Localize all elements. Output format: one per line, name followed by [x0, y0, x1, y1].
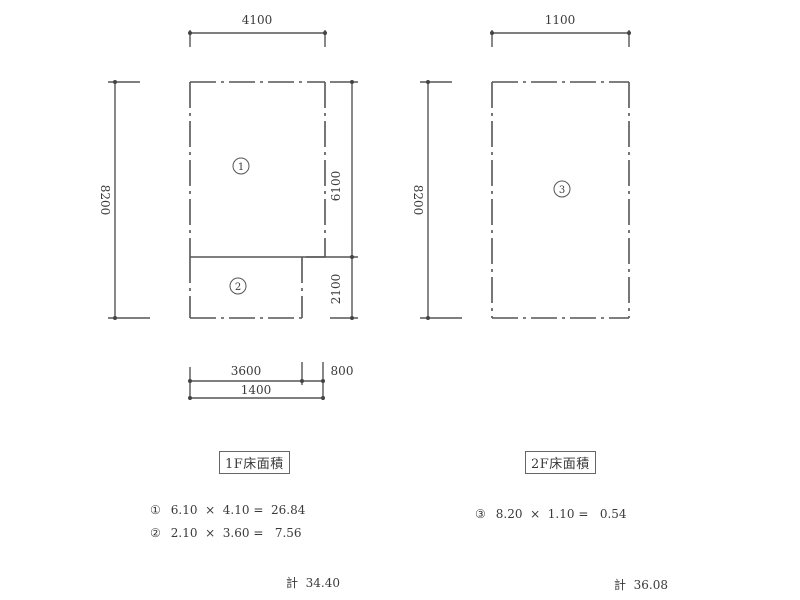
f2-calc-marker-1: ③	[475, 507, 486, 521]
f1-top-dimension: 4100	[188, 13, 327, 47]
f1-right-dimension: 6100 2100	[306, 80, 358, 320]
f1-top-width-label: 4100	[242, 13, 273, 27]
f1-calc-marker-2: ②	[150, 526, 161, 540]
f2-top-width-label: 1100	[545, 13, 576, 27]
f2-calc-formula-1: 8.20 × 1.10 = 0.54	[495, 507, 627, 521]
f1-left-dimension: 8200	[98, 80, 150, 320]
f1-calc-formula-1: 6.10 × 4.10 = 26.84	[170, 503, 306, 517]
f2-calc-row-1: ③ 8.20 × 1.10 = 0.54	[475, 507, 627, 521]
f1-lower-height-label: 2100	[329, 274, 343, 305]
svg-text:1: 1	[238, 162, 244, 173]
f1-calc-row-2: ② 2.10 × 3.60 = 7.56	[150, 526, 302, 540]
f1-bottom-width-a-label: 3600	[231, 364, 262, 378]
f2-top-dimension: 1100	[490, 13, 631, 47]
f2-left-dimension: 8200	[411, 80, 462, 320]
svg-text:3: 3	[559, 185, 565, 196]
f1-bottom-width-b-label: 800	[331, 364, 354, 378]
f1-area-1-marker	[232, 157, 250, 175]
f1-total: 計 34.40	[286, 576, 340, 590]
f2-total: 計 36.08	[614, 578, 668, 592]
f1-bottom-dimension: 3600 800 1400	[188, 362, 353, 400]
f1-calc-formula-2: 2.10 × 3.60 = 7.56	[170, 526, 302, 540]
f2-caption: 2F床面積	[525, 451, 596, 474]
f1-calc-row-1: ① 6.10 × 4.10 = 26.84	[150, 503, 305, 517]
f2-area-3-marker	[553, 180, 571, 198]
f1-area-2: 2	[189, 257, 303, 319]
f2-area-3: 3	[491, 81, 630, 319]
f2-total-height-label: 8200	[411, 185, 425, 216]
svg-text:2: 2	[235, 282, 241, 293]
f1-calc-marker-1: ①	[150, 503, 161, 517]
f1-upper-height-label: 6100	[329, 171, 343, 202]
f1-bottom-width-total-label: 1400	[241, 383, 272, 397]
f1-total-height-label: 8200	[98, 185, 112, 216]
f1-area-2-marker	[229, 277, 247, 295]
f1-caption: 1F床面積	[219, 451, 290, 474]
f1-area-1: ① 1	[189, 81, 326, 258]
